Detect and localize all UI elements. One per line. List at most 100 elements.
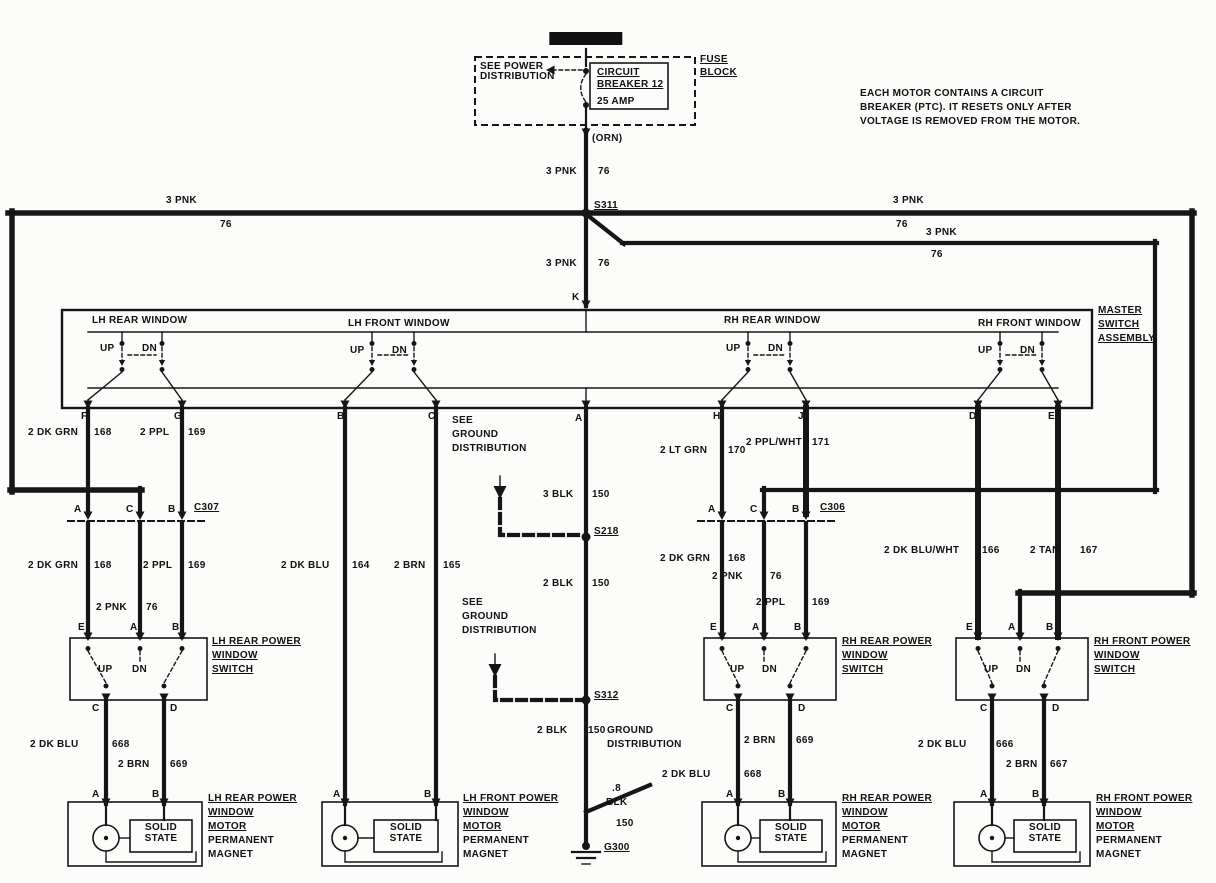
wire-label: 2 BRN xyxy=(1006,759,1038,770)
wire-label: 76 xyxy=(896,219,908,230)
wire-label: 2 PPL xyxy=(143,560,173,571)
rh-rear-motor-label: MAGNET xyxy=(842,849,888,860)
wire-label: 2 DK BLU xyxy=(281,560,330,571)
wire-label: 3 PNK xyxy=(926,227,957,238)
rh-rear-window-switch xyxy=(703,632,837,702)
terminal-g: G xyxy=(174,411,183,422)
rh-rear-switch-label: RH REAR POWER xyxy=(842,636,933,647)
wire-label: 150 xyxy=(592,489,610,500)
wire-label: 669 xyxy=(170,759,188,770)
terminal-d: D xyxy=(969,411,977,422)
rh-rear-switch-label: WINDOW xyxy=(842,650,888,661)
lh-rear-motor-label: MAGNET xyxy=(208,849,254,860)
wire-label: 667 xyxy=(1050,759,1068,770)
switch-dn-label: DN xyxy=(142,343,158,354)
rh-front-motor-label: MOTOR xyxy=(1096,821,1135,832)
rh-front-motor-label: WINDOW xyxy=(1096,807,1142,818)
wire-label: 168 xyxy=(94,560,112,571)
rh-front-motor-label: MAGNET xyxy=(1096,849,1142,860)
terminal-h: H xyxy=(713,411,721,422)
branch-wires xyxy=(85,405,1061,849)
wire-label: 164 xyxy=(352,560,370,571)
connector-c307 xyxy=(67,511,209,522)
splice-s311-label: S311 xyxy=(594,200,619,211)
wire-label: 171 xyxy=(812,437,830,448)
terminal-e: E xyxy=(1048,411,1055,422)
wire-label: 166 xyxy=(982,545,1000,556)
switch-group-title: RH REAR WINDOW xyxy=(724,315,821,326)
terminal-f: F xyxy=(81,411,88,422)
switch-up-label: UP xyxy=(98,664,113,675)
connector-pin: A xyxy=(74,504,82,515)
fuse-block-label: BLOCK xyxy=(700,67,738,78)
terminal-k: K xyxy=(572,292,580,303)
switch-dn-label: DN xyxy=(762,664,778,675)
assembly-label: SWITCH xyxy=(1098,319,1140,330)
terminal-letter: B xyxy=(424,789,432,800)
rh-front-window-switch xyxy=(955,632,1089,702)
switch-up-label: UP xyxy=(984,664,999,675)
ground-arrow-icon xyxy=(493,475,587,538)
ground-distribution-label: DISTRIBUTION xyxy=(607,739,682,750)
wire-label: 150 xyxy=(588,725,606,736)
wire-label: 3 PNK xyxy=(546,258,577,269)
solid-state-label: SOLID xyxy=(389,822,423,833)
switch-dn-label: DN xyxy=(1016,664,1032,675)
terminal-a: A xyxy=(575,413,583,424)
lh-rear-motor-label: WINDOW xyxy=(208,807,254,818)
terminal-letter: D xyxy=(1052,703,1060,714)
rh-front-switch-label: SWITCH xyxy=(1094,664,1136,675)
wire-label: 2 PNK xyxy=(712,571,743,582)
switch-group-title: LH FRONT WINDOW xyxy=(348,318,450,329)
terminal-letter: D xyxy=(798,703,806,714)
wire-label: 2 BRN xyxy=(118,759,150,770)
wire-label: 2 BLK xyxy=(537,725,568,736)
splice-s218-label: S218 xyxy=(594,526,619,537)
wire-label: 2 DK GRN xyxy=(28,427,79,438)
wire-label: 2 DK GRN xyxy=(660,553,711,564)
terminal-letter: C xyxy=(980,703,988,714)
terminal-letter: E xyxy=(710,622,717,633)
lh-rear-window-motor xyxy=(67,798,203,867)
terminal-letter: A xyxy=(752,622,760,633)
solid-state-label: SOLID xyxy=(774,822,808,833)
connector-pin: B xyxy=(168,504,176,515)
splice-s218 xyxy=(581,532,591,542)
terminal-b: B xyxy=(337,411,345,422)
wire-label: 165 xyxy=(443,560,461,571)
lh-rear-switch-label: WINDOW xyxy=(212,650,258,661)
terminal-letter: B xyxy=(172,622,180,633)
terminal-letter: C xyxy=(726,703,734,714)
splice-s312 xyxy=(581,695,591,705)
wire-label: 2 BRN xyxy=(744,735,776,746)
wire-label: 2 BRN xyxy=(394,560,426,571)
wire-label: 168 xyxy=(728,553,746,564)
breaker-rating: 25 AMP xyxy=(597,96,635,107)
assembly-label: MASTER xyxy=(1098,305,1143,316)
terminal-j: J xyxy=(798,411,804,422)
see-ground-distribution: DISTRIBUTION xyxy=(462,625,537,636)
note-line: VOLTAGE IS REMOVED FROM THE MOTOR. xyxy=(860,116,1081,127)
lh-front-motor-label: LH FRONT POWER xyxy=(463,793,559,804)
see-ground-distribution: GROUND xyxy=(452,429,499,440)
solid-state-label: STATE xyxy=(774,833,808,844)
connector-pin: B xyxy=(792,504,800,515)
connector-c307-label: C307 xyxy=(194,502,220,513)
lh-front-motor-label: PERMANENT xyxy=(463,835,530,846)
circuit-breaker-label: CIRCUIT xyxy=(597,67,640,78)
see-power-distribution: DISTRIBUTION xyxy=(480,71,555,82)
terminal-letter: B xyxy=(152,789,160,800)
wire-label: 150 xyxy=(616,818,634,829)
connector-pin: A xyxy=(708,504,716,515)
wire-label: 3 BLK xyxy=(543,489,574,500)
wire-label: 666 xyxy=(996,739,1014,750)
switch-dn-label: DN xyxy=(392,345,408,356)
ground-arrow-icon xyxy=(488,653,585,703)
see-ground-distribution: SEE xyxy=(462,597,483,608)
solid-state-label: STATE xyxy=(389,833,423,844)
solid-state-label: SOLID xyxy=(144,822,178,833)
lh-front-motor-label: WINDOW xyxy=(463,807,509,818)
wire-label: 2 DK BLU/WHT xyxy=(884,545,960,556)
wire-label: 2 PPL xyxy=(756,597,786,608)
